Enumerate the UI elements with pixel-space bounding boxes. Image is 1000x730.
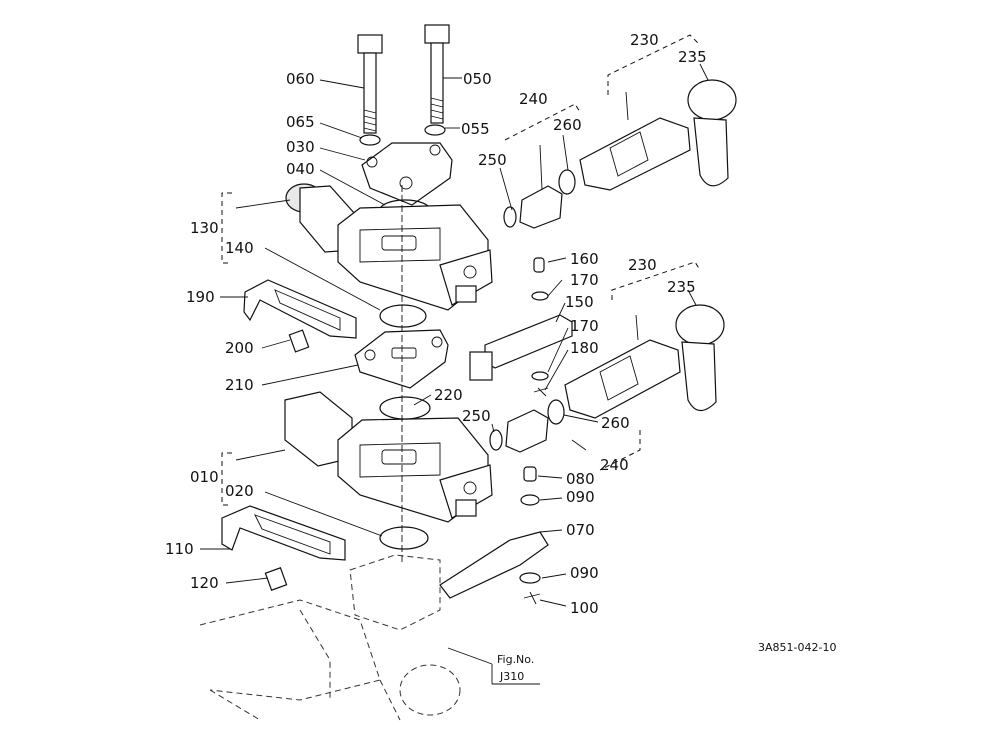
pin-080 (523, 466, 537, 482)
bracket-010-group (221, 452, 232, 506)
coupler-lower (489, 261, 725, 471)
label-080: 080 (566, 470, 595, 488)
label-010: 010 (190, 468, 219, 486)
spacer-plate-210 (354, 329, 449, 389)
label-260-upper: 260 (553, 116, 582, 134)
label-050: 050 (463, 70, 492, 88)
label-235-lower: 235 (667, 278, 696, 296)
bolt-120 (264, 567, 288, 591)
label-020: 020 (225, 482, 254, 500)
label-260-lower: 260 (601, 414, 630, 432)
label-090-lower: 090 (570, 564, 599, 582)
o-ring-020 (379, 526, 429, 550)
label-180: 180 (570, 339, 599, 357)
cotter-pin-100 (523, 591, 541, 605)
washer-090b (519, 572, 541, 584)
label-130: 130 (190, 219, 219, 237)
washer-090a (520, 494, 540, 506)
bracket-130-group (221, 192, 232, 264)
coupler-upper (503, 34, 737, 229)
cover-plate-030 (361, 142, 453, 206)
bracket-110 (221, 505, 346, 561)
bolt-050 (424, 24, 450, 124)
figure-code: 3A851-042-10 (758, 641, 836, 654)
label-055: 055 (461, 120, 490, 138)
bolt-060 (357, 34, 383, 134)
label-240-lower: 240 (600, 456, 629, 474)
label-060: 060 (286, 70, 315, 88)
lever-070 (439, 531, 549, 599)
label-100: 100 (570, 599, 599, 617)
washer-055 (424, 124, 446, 136)
label-230-upper: 230 (630, 31, 659, 49)
washer-065 (359, 134, 381, 146)
callout-labels: 060 050 065 055 030 040 130 140 190 200 … (165, 31, 836, 683)
lever-150-tab (469, 351, 493, 381)
label-190: 190 (186, 288, 215, 306)
label-090-upper: 090 (566, 488, 595, 506)
base-housing (199, 554, 461, 721)
valve-section-010 (284, 391, 493, 523)
label-250-upper: 250 (478, 151, 507, 169)
label-140: 140 (225, 239, 254, 257)
o-ring-250b (489, 429, 503, 451)
label-040: 040 (286, 160, 315, 178)
dust-cap-235b (675, 304, 725, 346)
pin-160 (533, 257, 545, 273)
label-220: 220 (434, 386, 463, 404)
washer-170a (531, 291, 549, 301)
o-ring-260a (558, 169, 576, 195)
valve-section-130 (285, 183, 493, 311)
label-210: 210 (225, 376, 254, 394)
label-065: 065 (286, 113, 315, 131)
fig-ref-line2: J310 (499, 670, 524, 683)
o-ring-250a (503, 206, 517, 228)
label-160: 160 (570, 250, 599, 268)
dust-cap-235a (687, 79, 737, 121)
bracket-190 (243, 279, 357, 339)
label-110: 110 (165, 540, 194, 558)
label-240-upper: 240 (519, 90, 548, 108)
label-030: 030 (286, 138, 315, 156)
label-200: 200 (225, 339, 254, 357)
label-250-lower: 250 (462, 407, 491, 425)
label-230-lower: 230 (628, 256, 657, 274)
fig-ref-line1: Fig.No. (497, 653, 534, 666)
label-170-lower: 170 (570, 317, 599, 335)
washer-170b (531, 371, 549, 381)
linkage-lower (439, 466, 549, 605)
label-170-upper: 170 (570, 271, 599, 289)
label-150: 150 (565, 293, 594, 311)
lever-150 (484, 314, 573, 369)
o-ring-260b (547, 399, 565, 425)
leader-lines (200, 63, 709, 685)
bolt-200 (288, 329, 310, 353)
label-235-upper: 235 (678, 48, 707, 66)
label-070: 070 (566, 521, 595, 539)
label-120: 120 (190, 574, 219, 592)
o-ring-140 (379, 304, 427, 328)
